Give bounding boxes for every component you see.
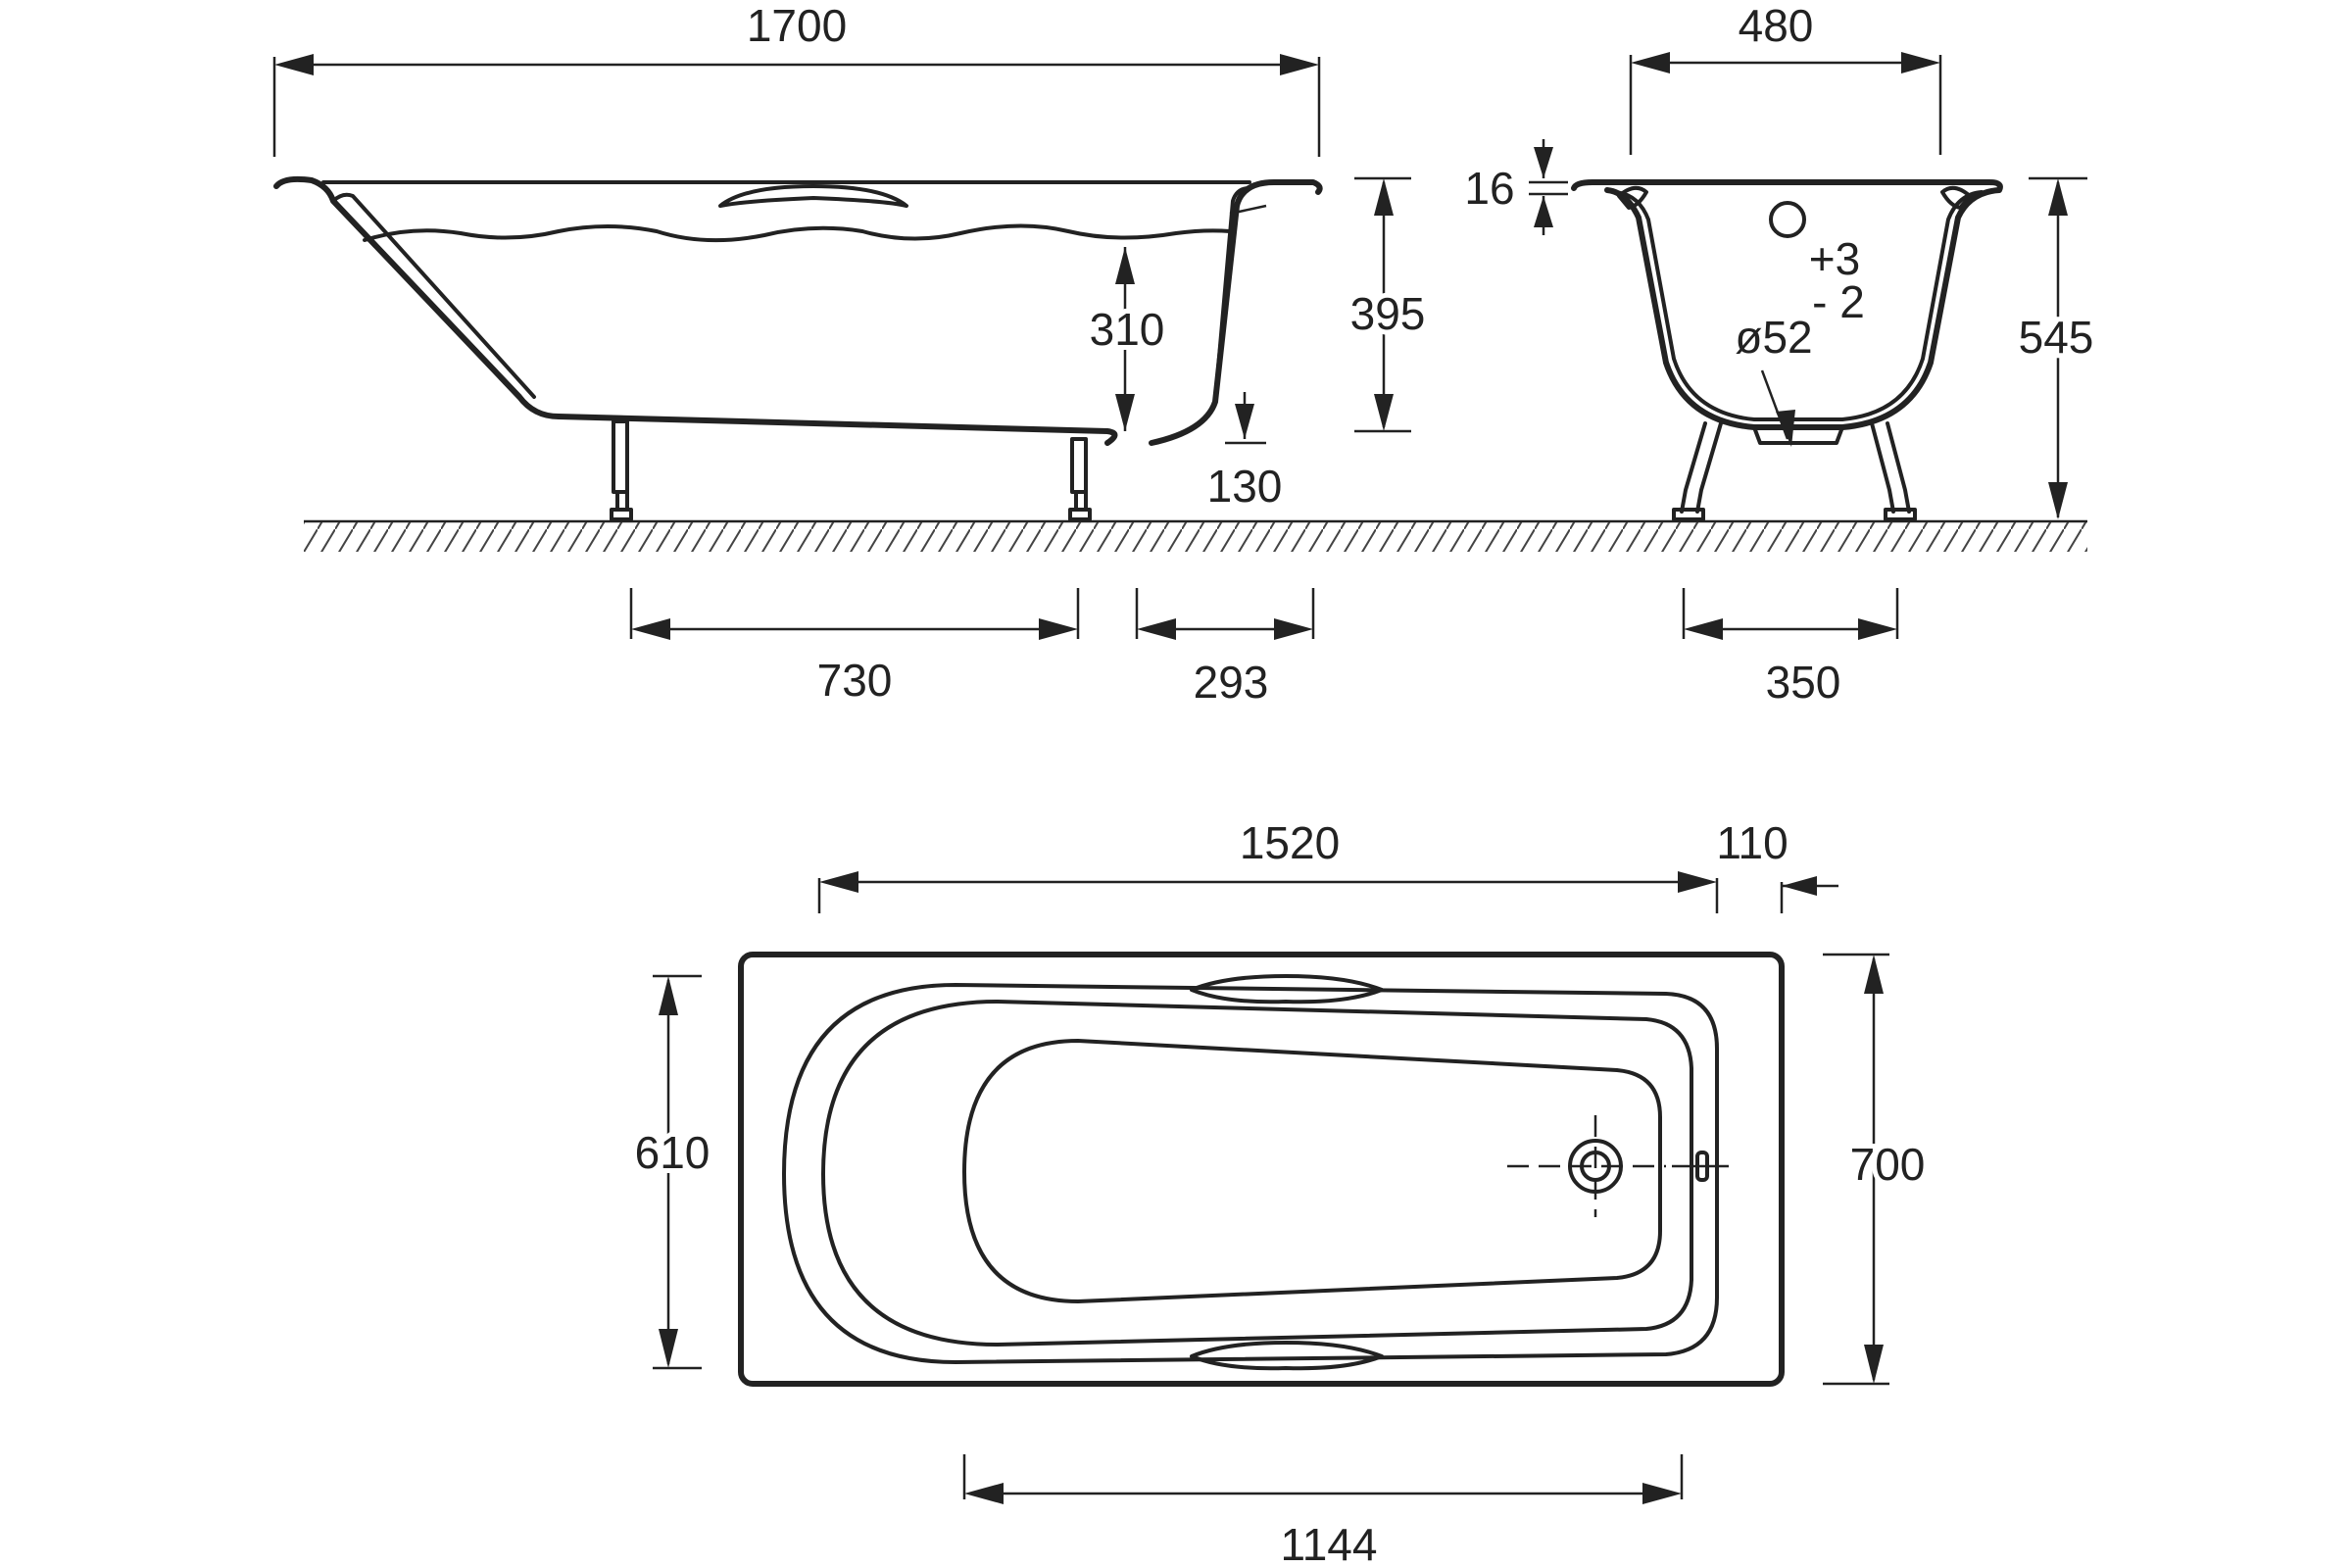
dim-leg-end: 293 (1135, 588, 1315, 708)
tub-end-outline (1571, 179, 2003, 430)
dim-water-depth: 310 (1085, 247, 1169, 431)
dim-label-16: 16 (1464, 163, 1514, 214)
tolerance-plus: +3 (1809, 233, 1860, 284)
dim-label-1144: 1144 (1281, 1519, 1378, 1568)
water-line (363, 223, 1232, 243)
dim-label-drain: ø52 (1735, 312, 1812, 363)
end-leg-left (1672, 421, 1723, 521)
dim-total-height: 545 (2014, 176, 2098, 519)
tub-top-outer (738, 952, 1785, 1387)
tub-top-bottom-contour (962, 1039, 1662, 1303)
dim-length-overall: 1700 (272, 0, 1321, 157)
dim-inner-length: 1520 (817, 817, 1719, 913)
top-handle-upper (1190, 974, 1384, 1004)
dim-label-730: 730 (817, 655, 893, 706)
overflow-hole (1769, 201, 1806, 238)
top-view: 1520 110 610 700 (630, 817, 1931, 1568)
drain-symbol (1507, 1115, 1729, 1217)
dim-label-700: 700 (1850, 1139, 1926, 1190)
dim-leg-offset: 130 (1207, 392, 1283, 512)
side-handle (718, 184, 908, 208)
end-leg-right (1870, 421, 1917, 521)
dim-end-offset: 110 (1716, 817, 1838, 913)
tub-end-inner (1613, 190, 1984, 421)
tub-top-inner-contour (821, 1000, 1693, 1347)
tub-side-inner-end (1213, 186, 1251, 404)
dim-label-480: 480 (1739, 0, 1814, 51)
dim-leg-spacing: 730 (629, 588, 1080, 706)
leg-right (1068, 437, 1092, 521)
tub-side-outline (273, 175, 1118, 446)
end-view: ø52 +3 - 2 480 16 545 (1464, 0, 2098, 708)
side-view: 1700 310 395 130 (272, 0, 2087, 708)
dim-label-293: 293 (1194, 657, 1269, 708)
dim-label-350: 350 (1766, 657, 1841, 708)
dim-outer-width: 700 (1823, 953, 1930, 1386)
dim-label-130: 130 (1207, 461, 1283, 512)
dim-end-leg-spacing: 350 (1682, 588, 1899, 708)
dim-width-top: 480 (1629, 0, 1942, 155)
tolerance-minus: - 2 (1812, 276, 1865, 327)
dim-inner-width: 610 (630, 974, 714, 1370)
drain-bottom (1752, 425, 1844, 445)
dim-rim-height: 395 (1346, 176, 1430, 433)
tub-side-end-wall (1149, 179, 1323, 446)
floor-hatch (304, 522, 2087, 552)
tub-top-rim-contour (782, 983, 1719, 1364)
dim-label-110: 110 (1716, 817, 1788, 868)
drain-callout (1760, 369, 1795, 447)
handle-left-end (1617, 185, 1648, 210)
dim-bottom-length: 1144 (962, 1454, 1684, 1568)
dim-label-310: 310 (1090, 304, 1165, 355)
leg-left (610, 419, 633, 521)
dim-label-395: 395 (1350, 288, 1426, 339)
handle-right-end (1940, 185, 1972, 210)
tub-side-inner (331, 192, 536, 399)
dim-label-545: 545 (2019, 312, 2094, 363)
dim-rim-thickness: 16 (1464, 139, 1568, 235)
dim-label-1520: 1520 (1240, 817, 1340, 868)
dim-label-1700: 1700 (747, 0, 847, 51)
dim-label-610: 610 (635, 1127, 710, 1178)
overflow-mark (1229, 204, 1267, 216)
top-handle-lower (1190, 1341, 1384, 1371)
